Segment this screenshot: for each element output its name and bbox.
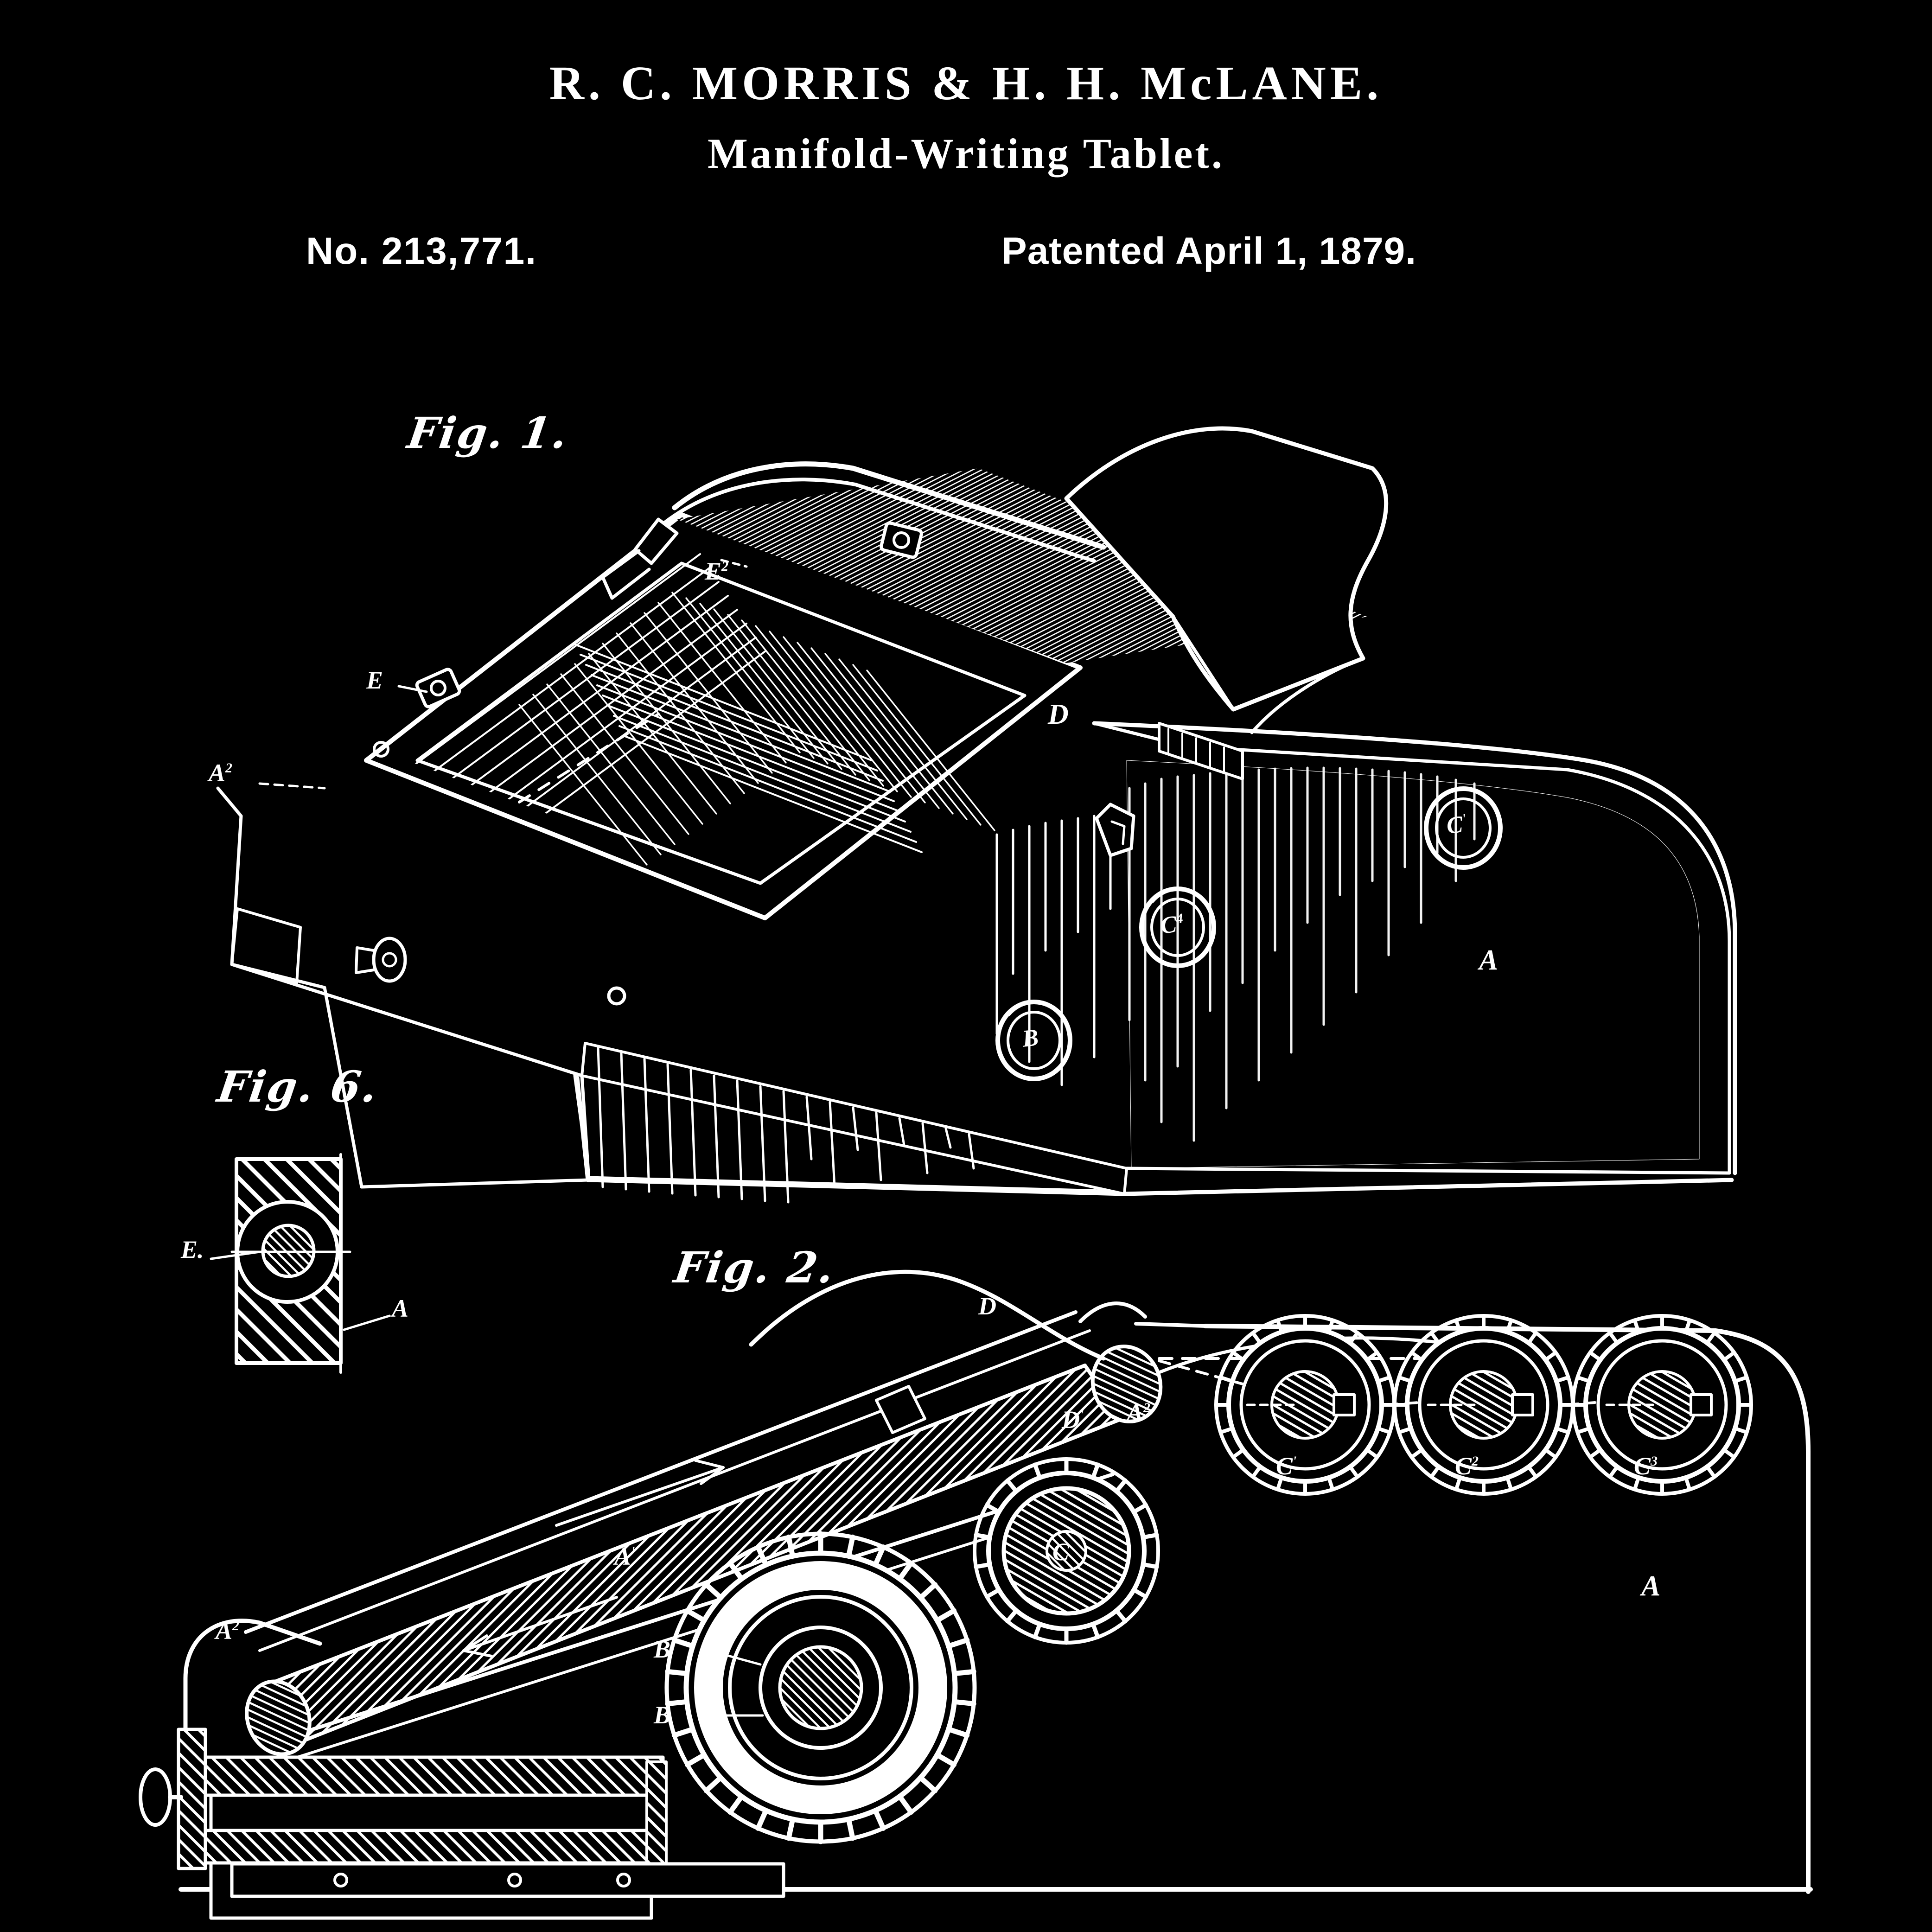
fig2-label-D: D <box>978 1292 996 1320</box>
fig2-label-B-prime: B' <box>654 1635 675 1663</box>
fig2-label-C3: C3 <box>1634 1452 1658 1480</box>
patent-date: Patented April 1, 1879. <box>1001 230 1416 272</box>
figure-2-drawing <box>139 1269 1813 1920</box>
gear-c1 <box>1214 1314 1396 1496</box>
fig2-label-A2-top: A2 <box>1127 1399 1151 1427</box>
gear-c3 <box>1571 1314 1753 1496</box>
fig6-label-E: E. <box>181 1236 204 1263</box>
knob-b <box>995 1000 1072 1081</box>
fig6-label-A: A <box>392 1294 409 1322</box>
fig1-label-A2: A2 <box>209 759 233 787</box>
fig2-label-C: C <box>1052 1538 1070 1566</box>
fig1-label-D: D <box>1048 699 1069 730</box>
knob-c-prime <box>1424 786 1503 870</box>
fig2-label-A: A <box>1641 1570 1661 1602</box>
figure-6-drawing <box>210 1153 391 1374</box>
fig2-label-A2-left: A2 <box>216 1617 240 1645</box>
fig2-label-B: B <box>654 1701 671 1729</box>
fig1-knob-label-c4: C4 <box>1159 911 1184 939</box>
gear-b <box>664 1531 977 1844</box>
patent-number: No. 213,771. <box>306 230 537 272</box>
fig1-label-A: A <box>1479 944 1498 976</box>
fig1-knob-label-c-prime: C' <box>1445 811 1467 840</box>
fig2-label-D-prime: D' <box>1062 1406 1084 1434</box>
inventors-heading: R. C. MORRIS & H. H. McLANE. <box>549 57 1383 110</box>
invention-title: Manifold-Writing Tablet. <box>707 130 1225 177</box>
fig2-label-A-prime: A' <box>614 1543 635 1570</box>
figure-1-drawing <box>216 426 1737 1204</box>
gear-c2 <box>1393 1314 1575 1496</box>
fig1-label-E2: E2 <box>705 557 729 585</box>
fig2-label-C2: C2 <box>1455 1452 1479 1480</box>
knob-c4 <box>1139 886 1216 968</box>
gear-c <box>973 1457 1160 1645</box>
fig1-knob-label-b: B <box>1021 1024 1040 1052</box>
fig2-label-C1: C' <box>1276 1452 1297 1480</box>
fig1-label-E: E <box>366 666 383 694</box>
